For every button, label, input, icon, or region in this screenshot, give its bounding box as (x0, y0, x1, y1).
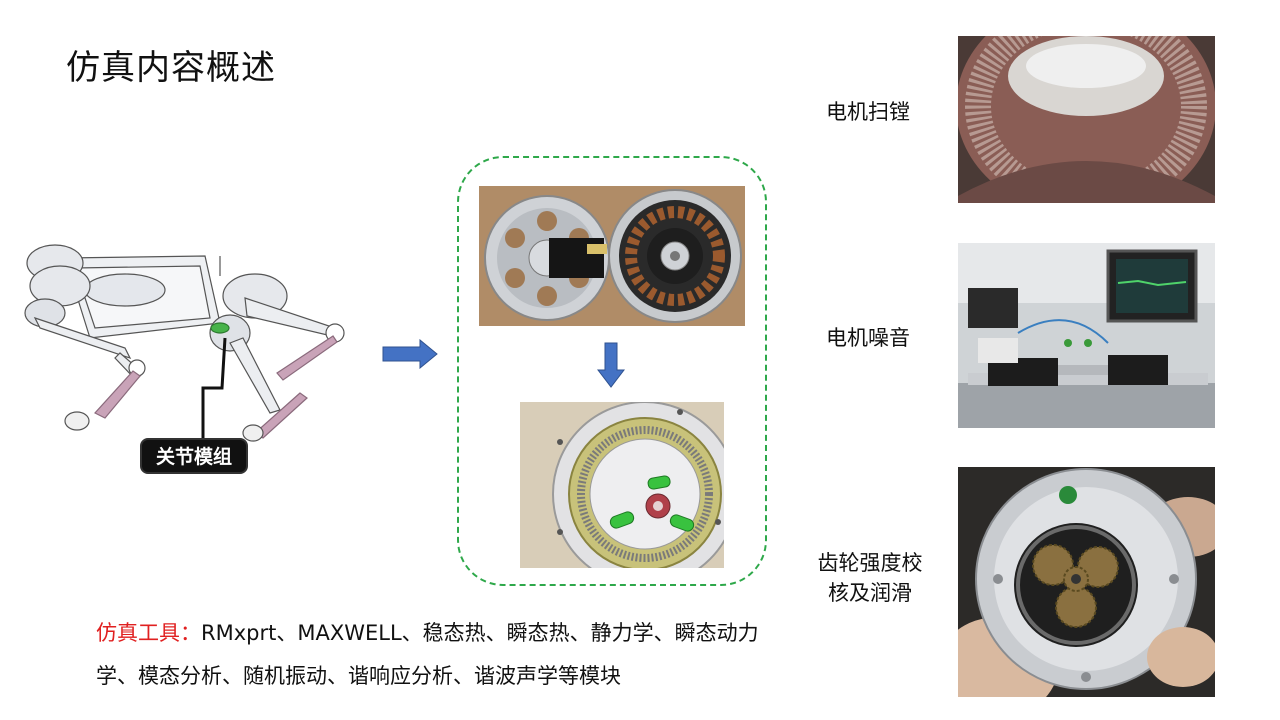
label-motor-noise: 电机噪音 (826, 326, 910, 350)
page-title: 仿真内容概述 (66, 48, 276, 88)
motor-disassembly-photo (479, 186, 745, 326)
simulation-tools-list: RMxprt、MAXWELL、稳态热、瞬态热、静力学、瞬态动力学、模态分析、随机… (96, 621, 759, 688)
simulation-tools-text: 仿真工具：RMxprt、MAXWELL、稳态热、瞬态热、静力学、瞬态动力学、模态… (96, 612, 786, 698)
planetary-gear-render (520, 402, 724, 568)
arrow-down-icon (597, 342, 625, 388)
motor-noise-test-photo (958, 243, 1215, 428)
label-motor-scanning: 电机扫镗 (826, 100, 910, 124)
label-gear-strength: 齿轮强度校核及润滑 (817, 551, 923, 605)
stator-bore-photo (958, 36, 1215, 203)
gearbox-photo (958, 467, 1215, 697)
simulation-tools-label: 仿真工具： (96, 621, 201, 645)
joint-module-callout: 关节模组 (140, 438, 248, 474)
arrow-right-icon (382, 339, 438, 369)
joint-module-frame (457, 156, 767, 586)
robot-dog-illustration (24, 244, 345, 442)
